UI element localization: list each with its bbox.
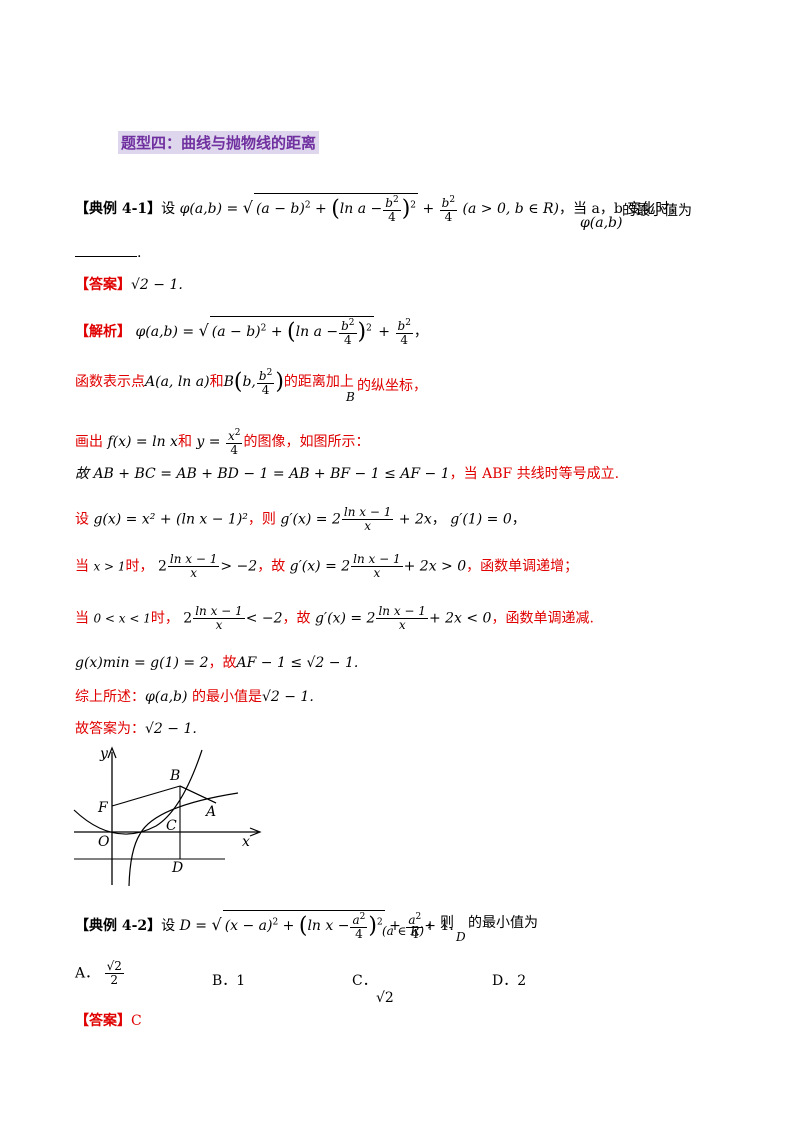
example-4-1: 【典例 4-1】设 φ(a,b) = √(a − b)2 + (ln a −b2… (75, 193, 684, 224)
label-x: x (242, 834, 250, 850)
example-tag: 【典例 4-1】 (75, 201, 162, 217)
phi-ab: φ(a,b) (580, 215, 623, 231)
option-B[interactable]: B．1 (212, 973, 246, 989)
analysis-line-10: 故答案为：√2 − 1. (75, 721, 197, 737)
analysis-line-8: g(x)min = g(1) = 2，故AF − 1 ≤ √2 − 1. (75, 655, 359, 671)
option-D[interactable]: D．2 (492, 973, 527, 989)
section-title: 题型四：曲线与抛物线的距离 (118, 131, 320, 154)
analysis-line-9: 综上所述：φ(a,b) 的最小值是√2 − 1. (75, 689, 314, 705)
label-A: A (204, 804, 216, 820)
ex2-cond: (a ∈ R) (382, 924, 425, 938)
label-D: D (171, 860, 183, 876)
B-sub-label: B (346, 390, 355, 404)
answer-blank: . (75, 245, 141, 261)
function-graph-figure: y x B A F C O D (73, 746, 262, 887)
label-O: O (98, 834, 110, 850)
answer-2: 【答案】C (75, 1013, 142, 1029)
analysis-line-4: 故 AB + BC = AB + BD − 1 = AB + BF − 1 ≤ … (75, 466, 620, 482)
answer-1: 【答案】√2 − 1. (75, 277, 183, 293)
label-C: C (166, 818, 177, 834)
label-B: B (169, 768, 180, 784)
ex2-tail: 的最小值为 (468, 915, 538, 931)
ex2-D: D (456, 930, 466, 944)
analysis-line-2-end: 的纵坐标， (357, 378, 427, 394)
label-F: F (97, 800, 109, 816)
label-y: y (99, 746, 109, 762)
option-C[interactable]: C．√2 (352, 973, 394, 1006)
ex1-tail: 的最小值为 (622, 203, 692, 219)
ex2-text: ，则 (426, 915, 454, 931)
